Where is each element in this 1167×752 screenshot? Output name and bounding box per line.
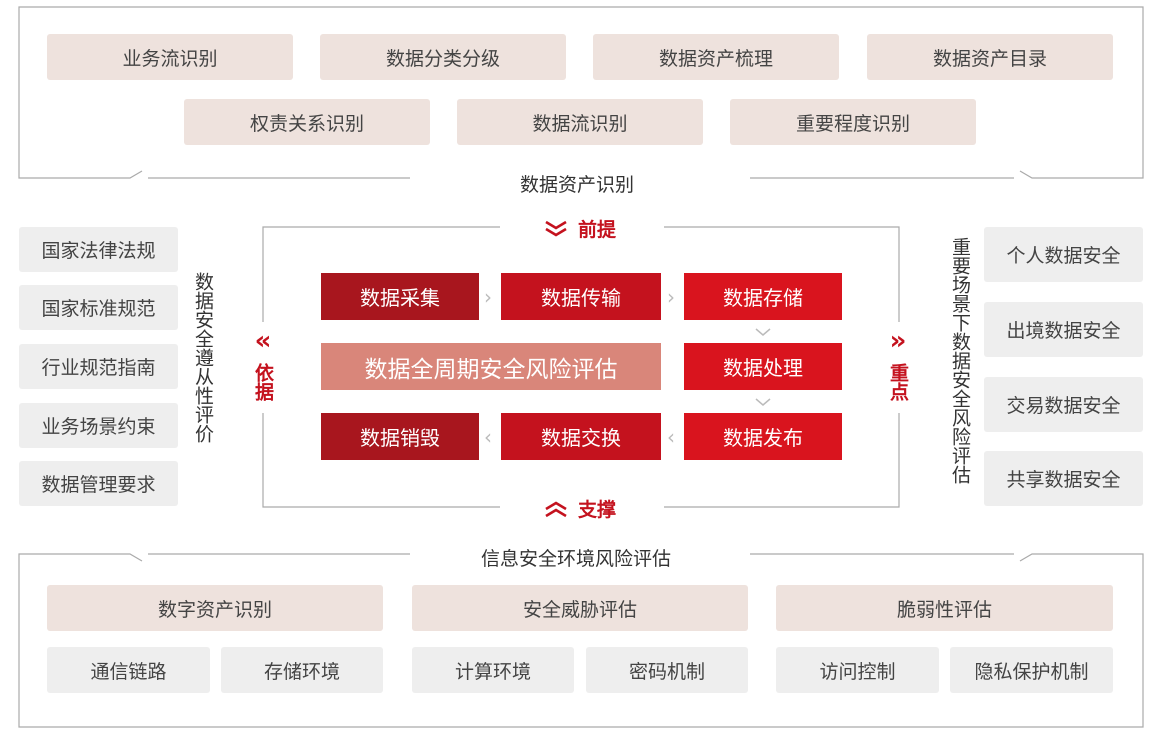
double-chevron-left-icon: « — [254, 326, 272, 356]
basis-item-management: 数据管理要求 — [19, 461, 178, 506]
basis-item-industry-guides: 行业规范指南 — [19, 344, 178, 389]
support-label-group: 支撑 — [544, 495, 616, 522]
arrow-right-icon: › — [667, 285, 675, 309]
env-item-compute: 计算环境 — [412, 647, 574, 693]
arrow-down-icon — [755, 398, 771, 406]
double-chevron-down-icon — [545, 220, 567, 237]
stage-store: 数据存储 — [684, 273, 842, 320]
basis-marker: 依据 — [252, 363, 274, 401]
env-item-comm-link: 通信链路 — [47, 647, 210, 693]
asset-item-classification: 数据分类分级 — [320, 34, 566, 80]
basis-item-scenario-constraints: 业务场景约束 — [19, 403, 178, 448]
arrow-left-icon: ‹ — [667, 425, 675, 449]
arrow-left-icon: ‹ — [484, 425, 492, 449]
env-group-asset: 数字资产识别 — [47, 585, 383, 631]
asset-item-inventory: 数据资产梳理 — [593, 34, 839, 80]
env-group-vulnerability: 脆弱性评估 — [776, 585, 1113, 631]
double-chevron-right-icon: » — [889, 326, 907, 356]
stage-destroy: 数据销毁 — [321, 413, 479, 460]
compliance-evaluation-label: 数据安全遵从性评价 — [192, 272, 214, 443]
support-label: 支撑 — [578, 499, 617, 521]
env-item-privacy: 隐私保护机制 — [950, 647, 1113, 693]
asset-item-responsibility: 权责关系识别 — [184, 99, 430, 145]
asset-identification-title: 数据资产识别 — [520, 174, 635, 196]
stage-exchange: 数据交换 — [501, 413, 661, 460]
asset-item-data-flow: 数据流识别 — [457, 99, 703, 145]
asset-item-importance: 重要程度识别 — [730, 99, 976, 145]
scenario-sharing: 共享数据安全 — [984, 451, 1143, 506]
scenario-trading: 交易数据安全 — [984, 377, 1143, 432]
arrow-right-icon: › — [484, 285, 492, 309]
environment-title: 信息安全环境风险评估 — [481, 548, 672, 570]
premise-label: 前提 — [578, 219, 617, 241]
env-item-crypto: 密码机制 — [586, 647, 748, 693]
focus-marker: 重点 — [887, 363, 909, 401]
stage-collect: 数据采集 — [321, 273, 479, 320]
env-item-access-control: 访问控制 — [776, 647, 939, 693]
stage-process: 数据处理 — [684, 343, 842, 390]
premise-label-group: 前提 — [544, 215, 616, 242]
lifecycle-center: 数据全周期安全风险评估 — [321, 343, 661, 390]
stage-publish: 数据发布 — [684, 413, 842, 460]
arrow-down-icon — [755, 328, 771, 336]
scenario-risk-label: 重要场景下数据安全风险评估 — [949, 237, 971, 484]
stage-transmit: 数据传输 — [501, 273, 661, 320]
scenario-personal: 个人数据安全 — [984, 227, 1143, 282]
scenario-cross-border: 出境数据安全 — [984, 302, 1143, 357]
env-item-storage: 存储环境 — [221, 647, 383, 693]
env-group-threat: 安全威胁评估 — [412, 585, 748, 631]
basis-item-laws: 国家法律法规 — [19, 227, 178, 272]
asset-item-catalog: 数据资产目录 — [867, 34, 1113, 80]
basis-item-standards: 国家标准规范 — [19, 285, 178, 330]
double-chevron-up-icon — [545, 500, 567, 517]
asset-item-business-flow: 业务流识别 — [47, 34, 293, 80]
